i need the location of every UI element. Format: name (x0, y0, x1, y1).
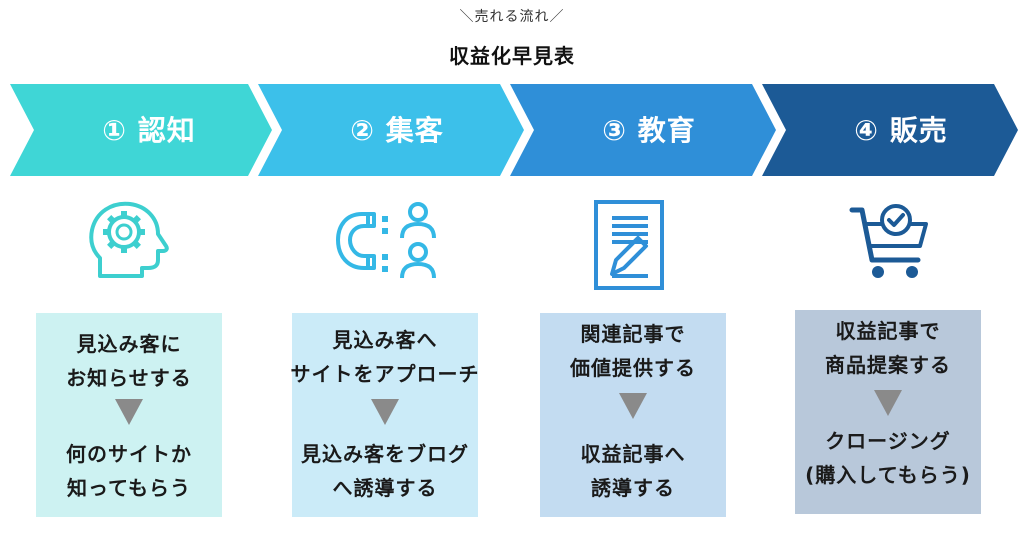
stage-card-sales: 収益記事で 商品提案する クロージング (購入してもらう) (795, 310, 981, 514)
card-bottom-text: 何のサイトか 知ってもらう (66, 442, 192, 500)
top-caption: ＼売れる流れ／ (459, 9, 565, 25)
stage-label-awareness: ① 認知 (102, 114, 196, 147)
card-top-text: 関連記事で 価値提供する (570, 322, 696, 380)
stage-card-education: 関連記事で 価値提供する 収益記事へ 誘導する (540, 313, 726, 517)
stage-card-attraction: 見込み客へ サイトをアプローチ 見込み客をブログ へ誘導する (291, 313, 479, 517)
down-arrow-icon (874, 390, 902, 416)
down-arrow-icon (371, 399, 399, 425)
process-chevrons (10, 84, 1018, 176)
magnet-users-icon (336, 202, 436, 279)
card-bottom-text: 収益記事へ 誘導する (580, 442, 686, 500)
card-top-text: 見込み客に お知らせする (66, 332, 192, 390)
chevron-stage-2 (258, 84, 524, 176)
chevron-stage-4 (762, 84, 1018, 176)
card-top-text: 収益記事で 商品提案する (825, 319, 951, 377)
cart-check-icon (849, 204, 928, 278)
card-bottom-text: 見込み客をブログ へ誘導する (301, 442, 469, 500)
stage-label-education: ③ 教育 (602, 114, 696, 147)
stage-label-attraction: ② 集客 (350, 114, 444, 147)
head-gear-icon (89, 201, 169, 278)
stage-label-sales: ④ 販売 (854, 114, 948, 147)
card-top-text: 見込み客へ サイトをアプローチ (290, 328, 480, 386)
card-bottom-text: クロージング (購入してもらう) (805, 429, 971, 487)
document-pen-icon (594, 200, 664, 290)
stage-card-awareness: 見込み客に お知らせする 何のサイトか 知ってもらう (36, 313, 222, 517)
chevron-stage-1 (10, 84, 272, 176)
down-arrow-icon (619, 393, 647, 419)
down-arrow-icon (115, 399, 143, 425)
chevron-stage-3 (510, 84, 776, 176)
page-title: 収益化早見表 (449, 44, 575, 68)
